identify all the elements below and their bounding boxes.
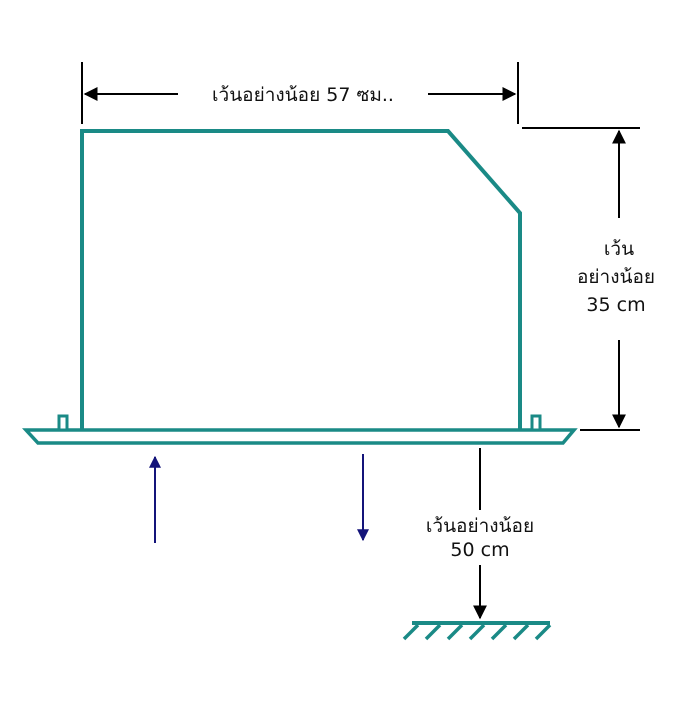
- airflow: [149, 454, 369, 543]
- bottom-clearance-dimension: เว้นอย่างน้อย 50 cm: [426, 448, 534, 620]
- right-clearance-dimension: เว้น อย่างน้อย 35 cm: [522, 127, 655, 431]
- unit-outline: [80, 129, 522, 430]
- ceiling-panel: [22, 428, 578, 445]
- bottom-clearance-line-1: เว้นอย่างน้อย: [426, 515, 534, 537]
- right-clearance-line-1: เว้น: [604, 238, 634, 260]
- top-width-dimension: เว้นอย่างน้อย 57 ซม..: [81, 62, 519, 124]
- right-clearance-line-3: 35 cm: [586, 294, 645, 316]
- bottom-clearance-line-2: 50 cm: [450, 539, 509, 561]
- top-width-label: เว้นอย่างน้อย 57 ซม..: [212, 84, 394, 106]
- floor-symbol: [402, 621, 552, 641]
- right-clearance-line-2: อย่างน้อย: [577, 266, 655, 288]
- mount-clip-right: [530, 414, 542, 432]
- unit-body: [22, 129, 578, 445]
- mount-clip-left: [57, 414, 69, 432]
- floor-hatches: [402, 623, 552, 641]
